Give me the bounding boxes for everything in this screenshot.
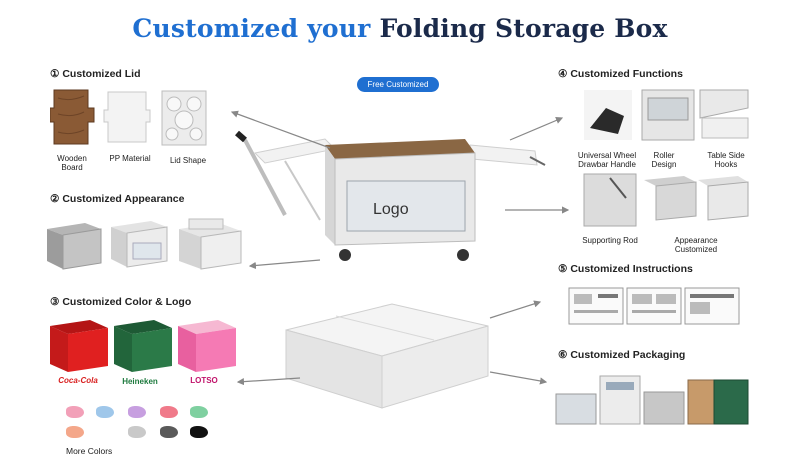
title-part-2: Folding Storage Box [379,14,668,43]
heading-customized-instructions: ⑤ Customized Instructions [558,263,693,275]
appearance-box-gray [47,223,102,270]
label-appearance-customized: Appearance Customized [674,236,718,254]
heading-customized-color-logo: ③ Customized Color & Logo [50,296,192,308]
supporting-rod-image [583,173,637,227]
heading-customized-functions: ④ Customized Functions [558,68,683,80]
heading-customized-lid: ① Customized Lid [50,68,141,80]
color-swatch [66,406,84,418]
label-roller-design: Roller Design [651,151,677,169]
label-table-side-hooks: Table Side Hooks [707,151,745,169]
pp-material-image [103,91,151,143]
drawbar-handle [235,130,287,216]
packaging-images [555,375,749,425]
color-swatch [190,426,208,438]
free-customized-badge: Free Customized [357,77,439,92]
color-swatch [160,426,178,438]
label-universal-wheel: Universal Wheel Drawbar Handle [577,151,637,169]
heading-customized-appearance: ② Customized Appearance [50,193,185,205]
red-box [50,320,108,372]
center-logo-text: Logo [373,201,409,218]
appearance-box-white [111,221,168,268]
storage-box-body [325,139,476,261]
arrow-to-lid [230,110,331,149]
lid-shape-image [161,90,207,146]
brand-lotso: LOTSO [190,376,218,385]
appearance-customized-image [644,176,696,186]
heading-customized-packaging: ⑥ Customized Packaging [558,349,686,361]
color-swatch [160,406,178,418]
arrow-to-functions [509,117,564,141]
pink-box [178,320,236,372]
color-swatch [96,406,114,418]
color-swatch [128,426,146,438]
arrow-to-appearance [248,259,321,270]
brand-coca-cola: Coca-Cola [58,376,98,385]
arrow-to-instructions [489,300,542,319]
arrow-to-packaging [489,371,548,385]
table-hooks-image [699,89,749,119]
label-wooden-board: Wooden Board [57,154,87,172]
folded-box-image [285,303,489,409]
brand-heineken: Heineken [122,377,158,386]
wheel-handle-image [590,108,624,134]
label-supporting-rod: Supporting Rod [582,236,638,245]
arrow-to-color [236,377,301,386]
page-title: Customized your Folding Storage Box [0,14,800,43]
color-swatch [190,406,208,418]
green-box [114,320,172,372]
color-swatch [66,426,84,438]
color-logo-box-images [50,320,236,372]
title-part-1: Customized your [132,14,371,43]
label-pp-material: PP Material [109,154,151,163]
instructions-images [568,287,740,325]
lid-options-images [50,89,207,146]
wooden-board-image [50,89,95,145]
function-images-top [584,89,749,141]
main-product-image [235,130,546,261]
label-lid-shape: Lid Shape [169,156,207,165]
appearance-images [47,218,242,270]
appearance-box-open [179,218,242,270]
label-more-colors: More Colors [66,446,113,456]
function-images-bottom [583,173,749,227]
color-swatch [128,406,146,418]
